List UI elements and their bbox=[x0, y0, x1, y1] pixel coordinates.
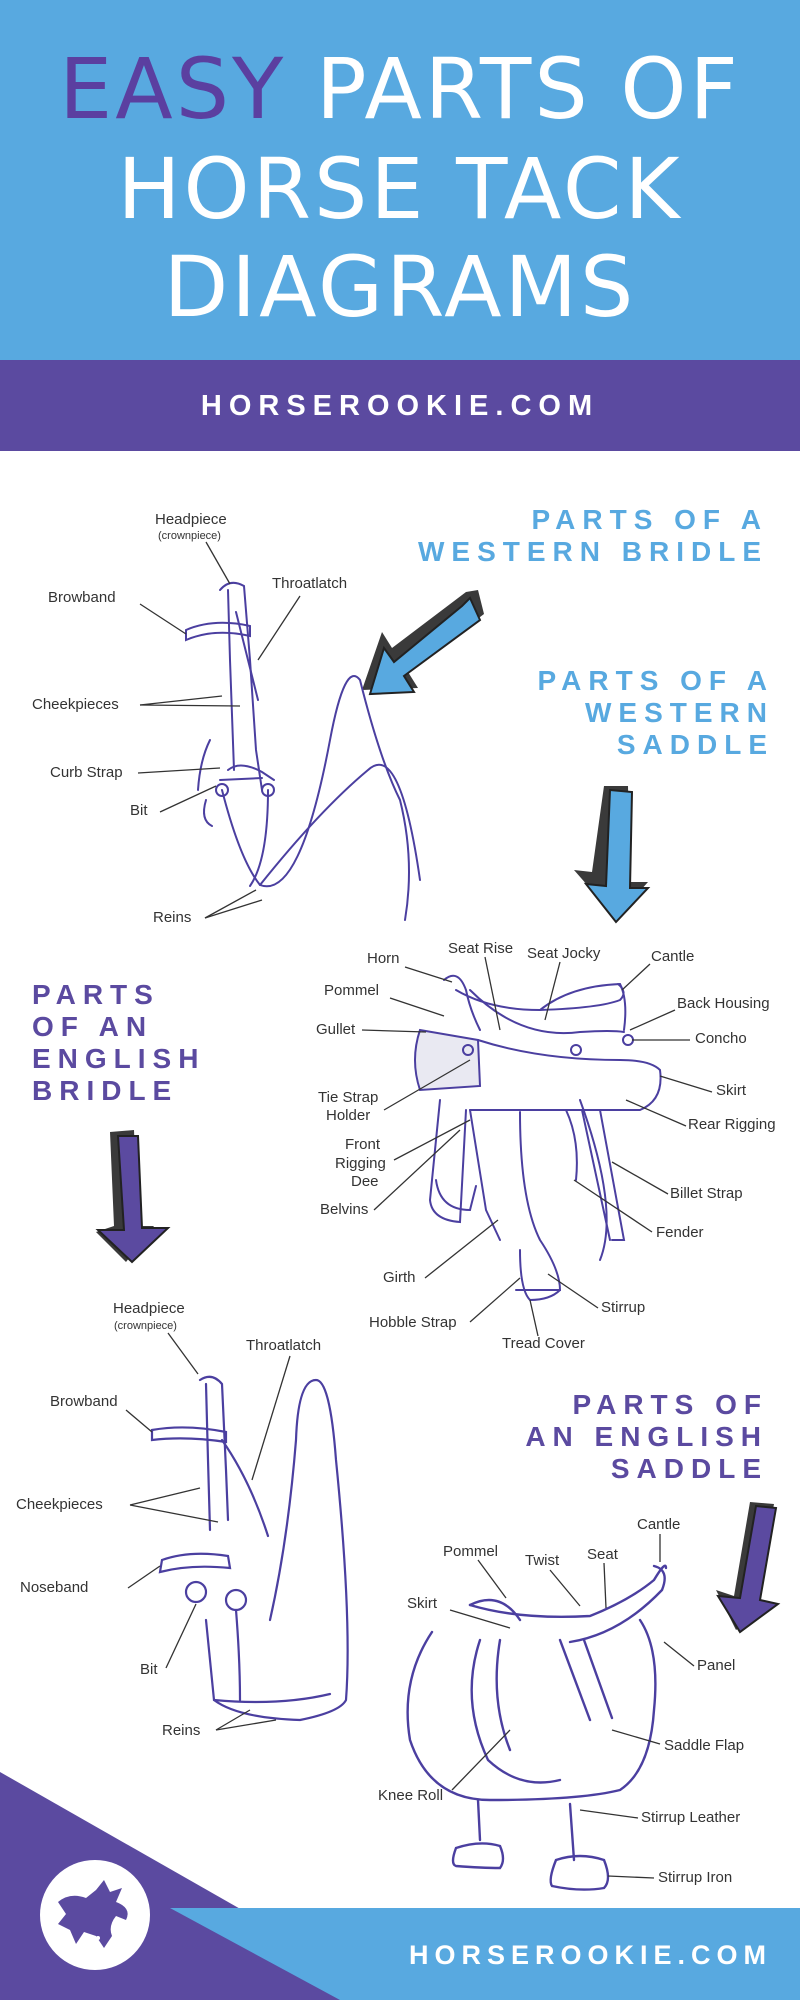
western-saddle-leaders bbox=[361, 956, 713, 1337]
eb-bit-label: Bit bbox=[140, 1661, 158, 1678]
english-bridle-heading: PARTS OF AN ENGLISH BRIDLE bbox=[32, 979, 205, 1107]
ws-concho-label: Concho bbox=[695, 1030, 747, 1047]
ws-front-rigging-label-2: Rigging bbox=[335, 1155, 386, 1172]
english-saddle-heading-1: PARTS OF bbox=[572, 1389, 768, 1420]
western-saddle-labels: Horn Seat Rise Seat Jocky Cantle Pommel … bbox=[316, 940, 776, 1352]
english-bridle-leaders bbox=[125, 1332, 291, 1731]
english-bridle-heading-3: ENGLISH bbox=[32, 1043, 206, 1074]
es-twist-label: Twist bbox=[525, 1552, 560, 1569]
english-bridle-heading-4: BRIDLE bbox=[32, 1075, 179, 1106]
western-saddle-drawing bbox=[414, 974, 662, 1302]
site-url-top[interactable]: HORSEROOKIE.COM bbox=[200, 390, 600, 422]
english-bridle-heading-1: PARTS bbox=[32, 979, 160, 1010]
eb-crownpiece-label: (crownpiece) bbox=[114, 1320, 177, 1332]
ws-stirrup-label: Stirrup bbox=[601, 1299, 645, 1316]
ws-tie-strap-label-1: Tie Strap bbox=[318, 1089, 378, 1106]
wb-crownpiece-label: (crownpiece) bbox=[158, 530, 221, 542]
ws-cantle-label: Cantle bbox=[651, 948, 694, 965]
es-stirrup-leather-label: Stirrup Leather bbox=[641, 1809, 740, 1826]
wb-curb-strap-label: Curb Strap bbox=[50, 764, 123, 781]
ws-girth-label: Girth bbox=[383, 1269, 416, 1286]
title-line-2: HORSE TACK bbox=[117, 140, 683, 238]
eb-reins-label: Reins bbox=[162, 1722, 200, 1739]
western-saddle-heading: PARTS OF A WESTERN SADDLE bbox=[538, 665, 774, 761]
ws-billet-strap-label: Billet Strap bbox=[670, 1185, 743, 1202]
footer-blue-band bbox=[170, 1908, 800, 2000]
horse-rolling-icon[interactable] bbox=[40, 1860, 150, 1970]
arrow-english-saddle-icon bbox=[716, 1502, 781, 1634]
western-bridle-labels: Headpiece (crownpiece) Throatlatch Browb… bbox=[32, 511, 347, 926]
ws-tie-strap-label-2: Holder bbox=[326, 1107, 370, 1124]
ws-gullet-label: Gullet bbox=[316, 1021, 356, 1038]
title-easy: EASY bbox=[59, 40, 287, 138]
wb-reins-label: Reins bbox=[153, 909, 191, 926]
english-saddle-leaders bbox=[449, 1534, 695, 1879]
western-bridle-heading: PARTS OF A WESTERN BRIDLE bbox=[418, 504, 768, 568]
eb-throatlatch-label: Throatlatch bbox=[246, 1337, 321, 1354]
title-line-1: EASY PARTS OF bbox=[0, 40, 800, 138]
english-saddle-heading-2: AN ENGLISH bbox=[525, 1421, 768, 1452]
title-line-3: DIAGRAMS bbox=[163, 238, 637, 336]
site-band bbox=[0, 360, 800, 451]
ws-front-rigging-label-3: Dee bbox=[351, 1173, 379, 1190]
es-cantle-label: Cantle bbox=[637, 1516, 680, 1533]
es-pommel-label: Pommel bbox=[443, 1543, 498, 1560]
english-bridle-heading-2: OF AN bbox=[32, 1011, 154, 1042]
ws-fender-label: Fender bbox=[656, 1224, 704, 1241]
ws-belvins-label: Belvins bbox=[320, 1201, 368, 1218]
wb-browband-label: Browband bbox=[48, 589, 116, 606]
es-panel-label: Panel bbox=[697, 1657, 735, 1674]
site-url-bottom[interactable]: HORSEROOKIE.COM bbox=[408, 1940, 772, 1970]
wb-bit-label: Bit bbox=[130, 802, 148, 819]
english-saddle-heading: PARTS OF AN ENGLISH SADDLE bbox=[525, 1389, 768, 1485]
es-seat-label: Seat bbox=[587, 1546, 619, 1563]
eb-headpiece-label: Headpiece bbox=[113, 1300, 185, 1317]
ws-rear-rigging-label: Rear Rigging bbox=[688, 1116, 776, 1133]
ws-front-rigging-label-1: Front bbox=[345, 1136, 381, 1153]
es-stirrup-iron-label: Stirrup Iron bbox=[658, 1869, 732, 1886]
western-bridle-leaders bbox=[137, 541, 301, 919]
es-saddle-flap-label: Saddle Flap bbox=[664, 1737, 744, 1754]
arrow-english-bridle-icon bbox=[95, 1130, 171, 1264]
arrow-western-bridle-icon bbox=[362, 590, 484, 696]
western-saddle-heading-3: SADDLE bbox=[616, 729, 774, 760]
wb-cheekpieces-label: Cheekpieces bbox=[32, 696, 119, 713]
wb-throatlatch-label: Throatlatch bbox=[272, 575, 347, 592]
title-parts-of: PARTS OF bbox=[316, 40, 741, 138]
western-bridle-drawing bbox=[185, 581, 421, 921]
english-saddle-drawing bbox=[406, 1564, 668, 1891]
ws-back-housing-label: Back Housing bbox=[677, 995, 770, 1012]
ws-skirt-label: Skirt bbox=[716, 1082, 747, 1099]
western-saddle-heading-2: WESTERN bbox=[585, 697, 774, 728]
eb-cheekpieces-label: Cheekpieces bbox=[16, 1496, 103, 1513]
ws-horn-label: Horn bbox=[367, 950, 400, 967]
english-saddle-labels: Cantle Pommel Twist Seat Skirt Panel Sad… bbox=[378, 1516, 744, 1886]
ws-seat-rise-label: Seat Rise bbox=[448, 940, 513, 957]
ws-hobble-strap-label: Hobble Strap bbox=[369, 1314, 457, 1331]
ws-tread-cover-label: Tread Cover bbox=[502, 1335, 585, 1352]
eb-browband-label: Browband bbox=[50, 1393, 118, 1410]
arrow-western-saddle-icon bbox=[574, 786, 651, 924]
english-bridle-drawing bbox=[150, 1375, 349, 1722]
ws-pommel-label: Pommel bbox=[324, 982, 379, 999]
western-bridle-heading-2: WESTERN BRIDLE bbox=[418, 536, 768, 567]
es-knee-roll-label: Knee Roll bbox=[378, 1787, 443, 1804]
english-saddle-heading-3: SADDLE bbox=[610, 1453, 768, 1484]
western-saddle-heading-1: PARTS OF A bbox=[537, 665, 774, 696]
western-bridle-heading-1: PARTS OF A bbox=[531, 504, 768, 535]
wb-headpiece-label: Headpiece bbox=[155, 511, 227, 528]
header-banner bbox=[0, 0, 800, 360]
ws-seat-jocky-label: Seat Jocky bbox=[527, 945, 601, 962]
es-skirt-label: Skirt bbox=[407, 1595, 438, 1612]
eb-noseband-label: Noseband bbox=[20, 1579, 88, 1596]
english-bridle-labels: Headpiece (crownpiece) Throatlatch Browb… bbox=[16, 1300, 321, 1739]
